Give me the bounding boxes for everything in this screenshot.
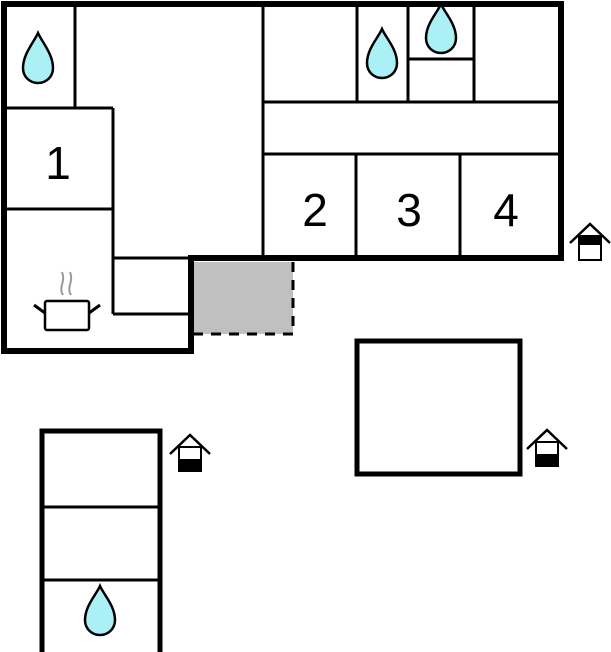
terrace-area [193,262,293,334]
water-drop-icon [83,582,117,637]
entrance-icon [526,428,568,467]
water-drop-icon [21,29,55,85]
room-label-1: 1 [45,137,71,189]
water-drop-icon [424,0,458,55]
entrance-icon [569,222,611,261]
terrace-dashed-border [193,262,295,336]
room-label-2: 2 [302,184,328,236]
interior-walls [4,4,561,316]
outbuilding-square [354,338,523,477]
entrance-icon [169,433,211,472]
room-label-3: 3 [396,184,422,236]
room-label-4: 4 [493,184,519,236]
outbuilding-tall [39,428,163,652]
water-drop-icon [365,25,399,80]
outbuilding-tall-walls [42,505,160,582]
cooking-pot-icon [33,271,101,332]
